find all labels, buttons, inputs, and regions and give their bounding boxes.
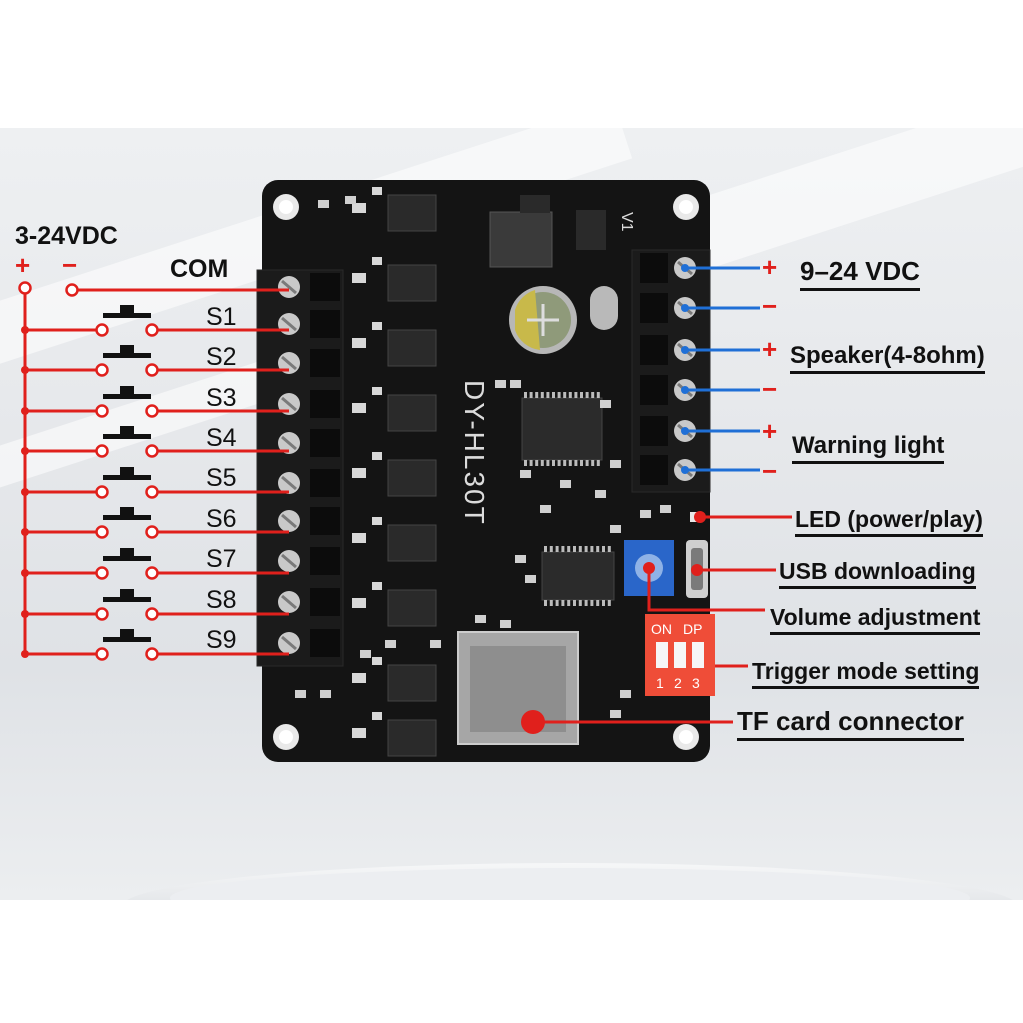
wire-terminal xyxy=(95,404,109,418)
switch-label-s3: S3 xyxy=(206,384,237,412)
dip-number-1: 1 xyxy=(656,675,664,691)
supply-plus-sign: + xyxy=(15,250,31,280)
dip-on-label: ON xyxy=(651,621,672,637)
push-button-icon xyxy=(103,434,151,439)
switch-label-s6: S6 xyxy=(206,505,237,533)
wire-terminal xyxy=(145,363,159,377)
wire-terminal xyxy=(145,323,159,337)
trigger-mode-label: Trigger mode setting xyxy=(752,658,980,689)
wire-terminal xyxy=(145,607,159,621)
speaker-minus-sign: − xyxy=(762,374,778,404)
power-plus-sign: + xyxy=(762,252,778,282)
usb-label: USB downloading xyxy=(779,558,976,589)
warning-plus-sign: + xyxy=(762,416,778,446)
wire-terminal xyxy=(145,485,159,499)
switch-label-s9: S9 xyxy=(206,626,237,654)
power-input-label: 9–24 VDC xyxy=(800,256,920,291)
push-button-icon xyxy=(103,353,151,358)
power-minus-sign: − xyxy=(762,291,778,321)
dip-number-3: 3 xyxy=(692,675,700,691)
wire-terminal xyxy=(95,566,109,580)
volume-label: Volume adjustment xyxy=(770,604,981,635)
switch-label-s1: S1 xyxy=(206,303,237,331)
push-button-icon xyxy=(103,597,151,602)
wire-terminal xyxy=(95,485,109,499)
switch-label-s8: S8 xyxy=(206,586,237,614)
wire-terminal xyxy=(145,566,159,580)
wire-terminal xyxy=(145,647,159,661)
wire-terminal xyxy=(95,647,109,661)
push-button-icon xyxy=(103,515,151,520)
switch-label-s7: S7 xyxy=(206,545,237,573)
input-wiring xyxy=(18,281,289,661)
supply-voltage-label: 3-24VDC xyxy=(15,222,118,250)
wire-terminal xyxy=(95,444,109,458)
wire-terminal xyxy=(95,323,109,337)
wire-terminal xyxy=(18,281,32,295)
switch-label-s5: S5 xyxy=(206,464,237,492)
led-label: LED (power/play) xyxy=(795,506,983,537)
board-model-label: DY-HL30T xyxy=(459,380,490,526)
speaker-plus-sign: + xyxy=(762,334,778,364)
push-button-icon xyxy=(103,556,151,561)
push-button-icon xyxy=(103,637,151,642)
tf-card-label: TF card connector xyxy=(737,706,964,741)
board-version-label: V1 xyxy=(618,212,635,232)
dip-number-2: 2 xyxy=(674,675,682,691)
supply-minus-sign: − xyxy=(62,250,78,280)
warning-minus-sign: − xyxy=(762,456,778,486)
callout-line xyxy=(647,568,765,612)
push-button-icon xyxy=(103,313,151,318)
wire-terminal xyxy=(95,607,109,621)
push-button-icon xyxy=(103,394,151,399)
output-wiring xyxy=(521,264,792,734)
com-label: COM xyxy=(170,255,229,283)
wire-terminal xyxy=(145,525,159,539)
dip-dp-label: DP xyxy=(683,621,702,637)
wire-terminal xyxy=(65,283,79,297)
speaker-label: Speaker(4-8ohm) xyxy=(790,342,985,374)
switch-label-s4: S4 xyxy=(206,424,237,452)
wire-terminal xyxy=(145,444,159,458)
pcb-board xyxy=(256,180,715,762)
wire-terminal xyxy=(145,404,159,418)
wire-terminal xyxy=(95,525,109,539)
push-button-icon xyxy=(103,475,151,480)
wire-terminal xyxy=(95,363,109,377)
switch-label-s2: S2 xyxy=(206,343,237,371)
warning-light-label: Warning light xyxy=(792,432,945,464)
